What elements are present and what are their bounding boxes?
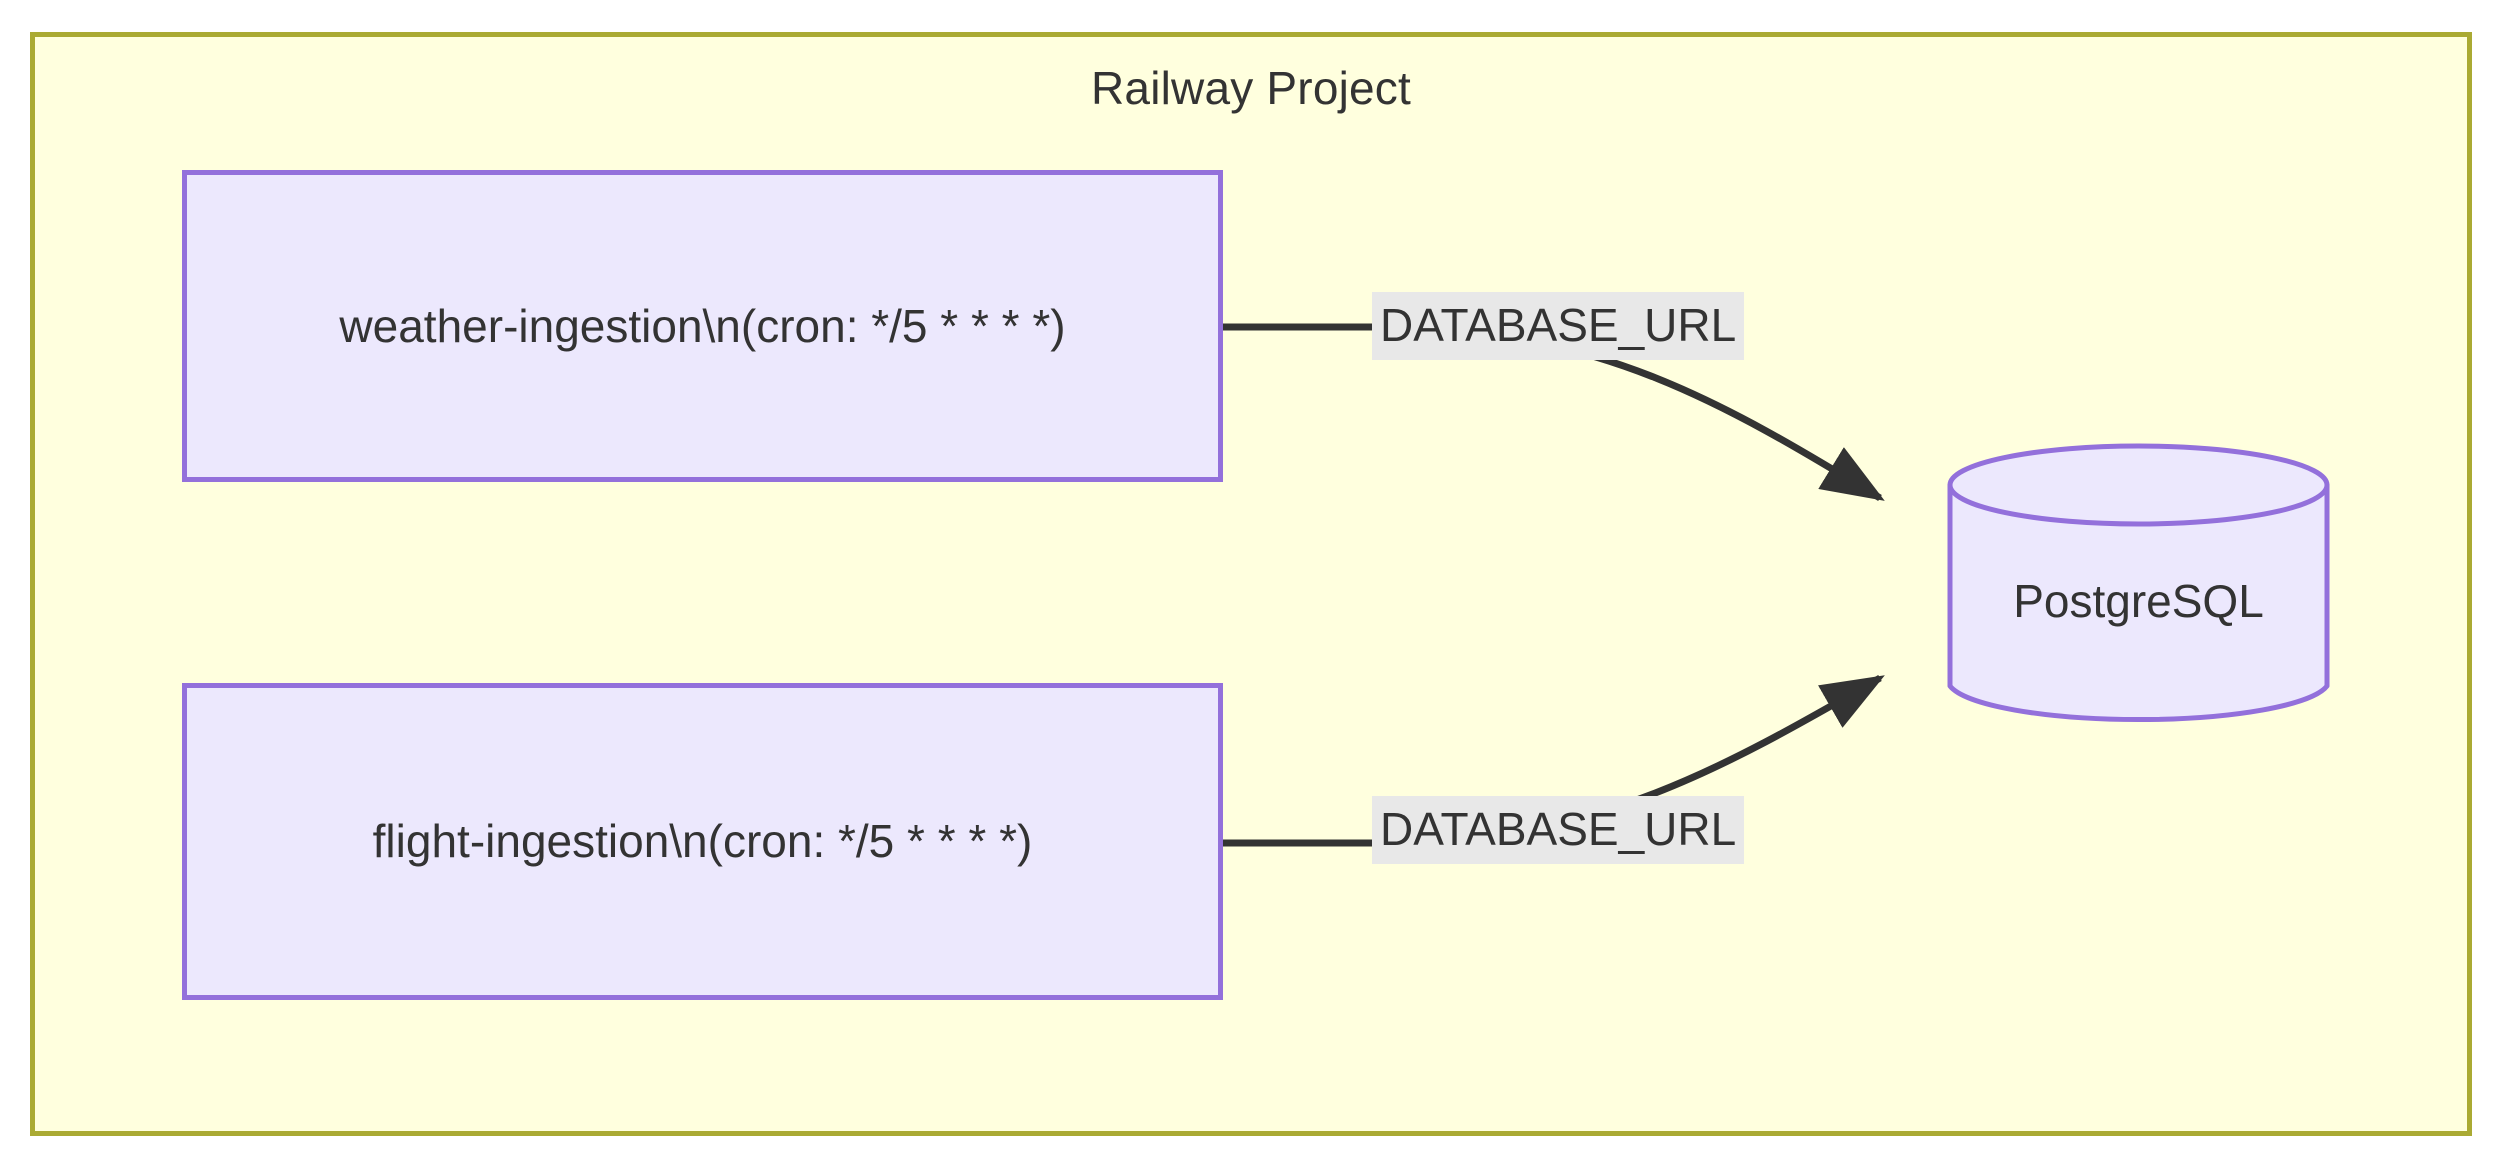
node-weather-ingestion-label: weather-ingestion\n(cron: */5 * * * *) (339, 299, 1066, 352)
subgraph-title: Railway Project (1091, 62, 1411, 114)
edge-label-database-url-weather: DATABASE_URL (1372, 292, 1745, 360)
node-postgres[interactable]: PostgreSQL (1945, 443, 2332, 728)
node-flight-ingestion[interactable]: flight-ingestion\n(cron: */5 * * * *) (182, 683, 1223, 1000)
node-flight-ingestion-label: flight-ingestion\n(cron: */5 * * * *) (372, 815, 1033, 868)
edge-label-database-url-flight: DATABASE_URL (1372, 796, 1745, 864)
cylinder-shape-icon (1947, 443, 2330, 723)
node-weather-ingestion[interactable]: weather-ingestion\n(cron: */5 * * * *) (182, 170, 1223, 482)
